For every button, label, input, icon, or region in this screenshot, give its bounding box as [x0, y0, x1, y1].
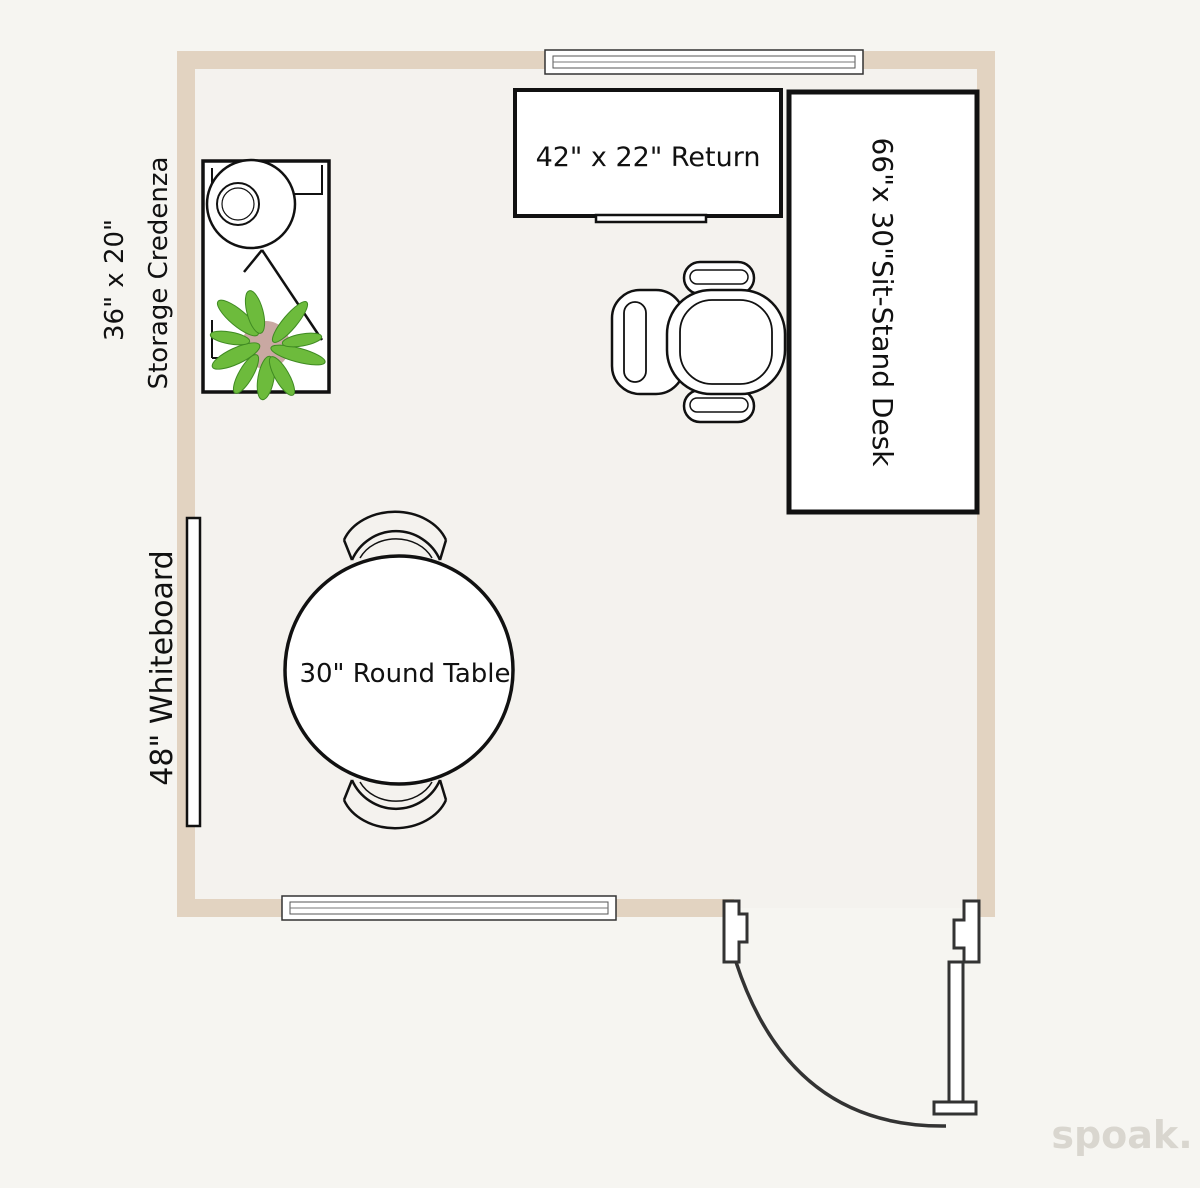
watermark-logo: spoak.	[1051, 1113, 1192, 1157]
door-swing-icon	[722, 899, 981, 1128]
round-table-label: 30" Round Table	[299, 659, 510, 689]
credenza-name-label: Storage Credenza	[144, 157, 174, 390]
sit-stand-desk: 66"x 30"Sit-Stand Desk	[786, 89, 980, 515]
round-table: 30" Round Table	[283, 554, 515, 786]
whiteboard-label: 48" Whiteboard	[145, 550, 180, 785]
sit-stand-desk-label: 66"x 30"Sit-Stand Desk	[866, 137, 899, 467]
return-desk-label: 42" x 22" Return	[536, 142, 761, 173]
table-chair-top	[342, 510, 448, 561]
window-bottom	[281, 895, 617, 921]
potted-plant-icon	[209, 290, 326, 401]
window-top	[544, 49, 864, 75]
whiteboard	[185, 516, 202, 828]
credenza-size-label: 36" x 20"	[100, 219, 130, 341]
office-chair-icon	[610, 260, 787, 424]
return-desk: 42" x 22" Return	[513, 88, 783, 224]
round-lamp-icon	[205, 158, 297, 250]
table-chair-bottom	[342, 779, 448, 830]
